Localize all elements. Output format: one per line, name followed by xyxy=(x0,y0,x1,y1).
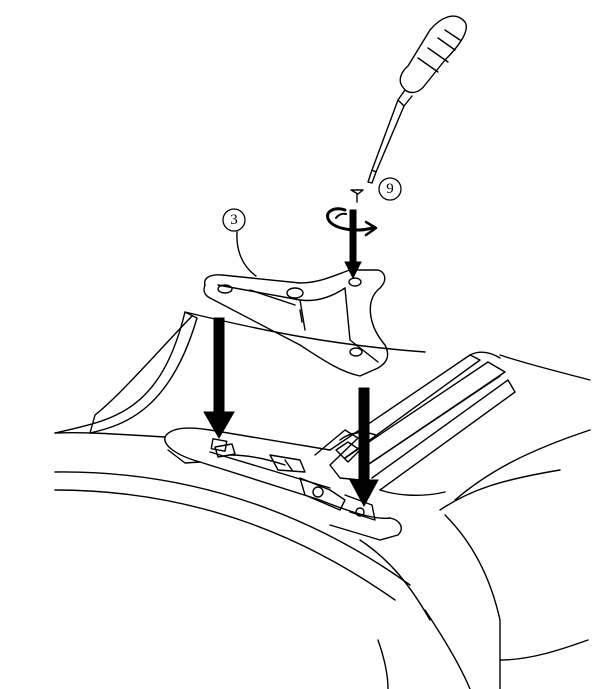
down-arrow-icon xyxy=(344,209,362,280)
screwdriver-icon xyxy=(367,15,467,184)
callout-circle-3 xyxy=(222,208,246,232)
callout-circle-9 xyxy=(378,177,402,201)
roof-rail xyxy=(329,351,516,496)
down-arrow-icon xyxy=(203,317,235,440)
down-arrow-icon xyxy=(349,387,379,508)
bracket-part-3 xyxy=(203,231,389,377)
callout-label-3: 3 xyxy=(230,212,238,228)
roof-panel xyxy=(54,311,591,689)
screw-part-9 xyxy=(350,189,364,203)
rotate-arrow-icon xyxy=(326,207,378,237)
base-plate xyxy=(164,427,402,541)
callout-label-9: 9 xyxy=(386,181,394,197)
